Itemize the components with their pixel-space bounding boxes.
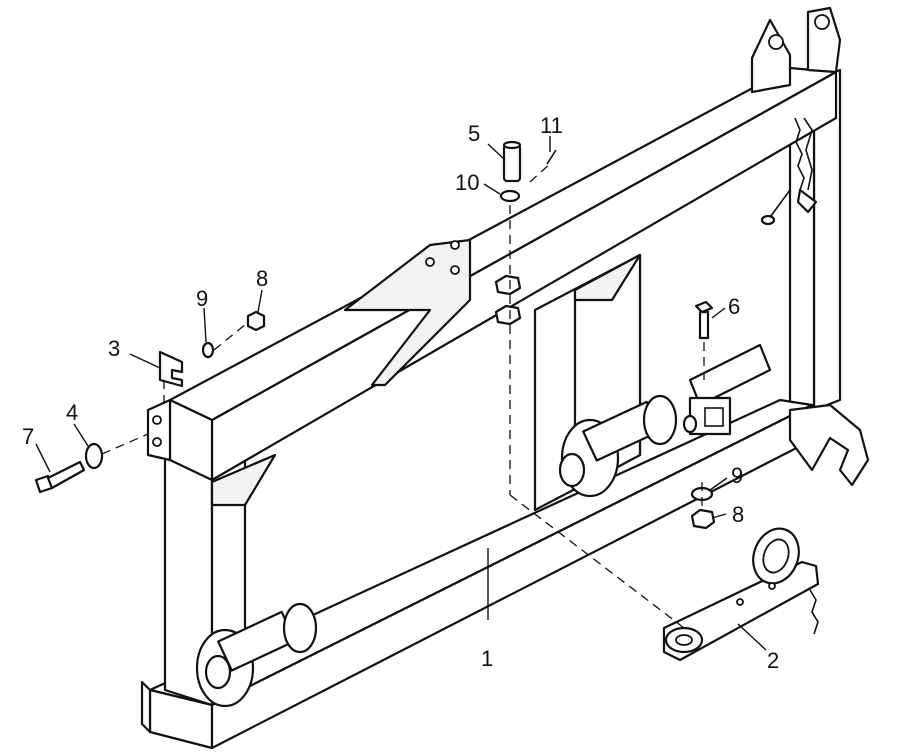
callout-9a: 9: [196, 286, 208, 311]
cotter-pin-11: [546, 149, 557, 165]
callout-8b: 8: [732, 502, 744, 527]
bolt-6: [694, 300, 714, 340]
bolt-7: [34, 460, 86, 494]
callout-8a: 8: [256, 266, 268, 291]
socket-bracket: [682, 343, 772, 436]
callout-9b: 9: [731, 463, 743, 488]
callout-4: 4: [66, 400, 78, 425]
drawbar-2: [662, 527, 820, 662]
callout-7: 7: [22, 424, 34, 449]
beam-nuts: [494, 274, 522, 326]
callout-6: 6: [728, 294, 740, 319]
callout-11: 11: [540, 113, 563, 138]
nut-8-top: [246, 310, 266, 332]
washer-9-top: [201, 341, 215, 359]
leader-lines: [35, 136, 767, 651]
callout-3: 3: [108, 336, 120, 361]
callout-1: 1: [481, 646, 493, 671]
clip-3: [158, 350, 184, 388]
lower-pin-left: [195, 602, 318, 708]
nut-8-bottom: [690, 508, 716, 530]
lower-pin-right: [558, 394, 678, 498]
assembly-lines: [101, 161, 705, 629]
callout-5: 5: [468, 121, 480, 146]
callout-10: 10: [455, 170, 479, 195]
washer-4: [84, 442, 104, 470]
pin-5: [502, 140, 522, 183]
callout-2: 2: [767, 648, 779, 673]
chain: [760, 117, 818, 226]
washer-10: [499, 189, 521, 203]
